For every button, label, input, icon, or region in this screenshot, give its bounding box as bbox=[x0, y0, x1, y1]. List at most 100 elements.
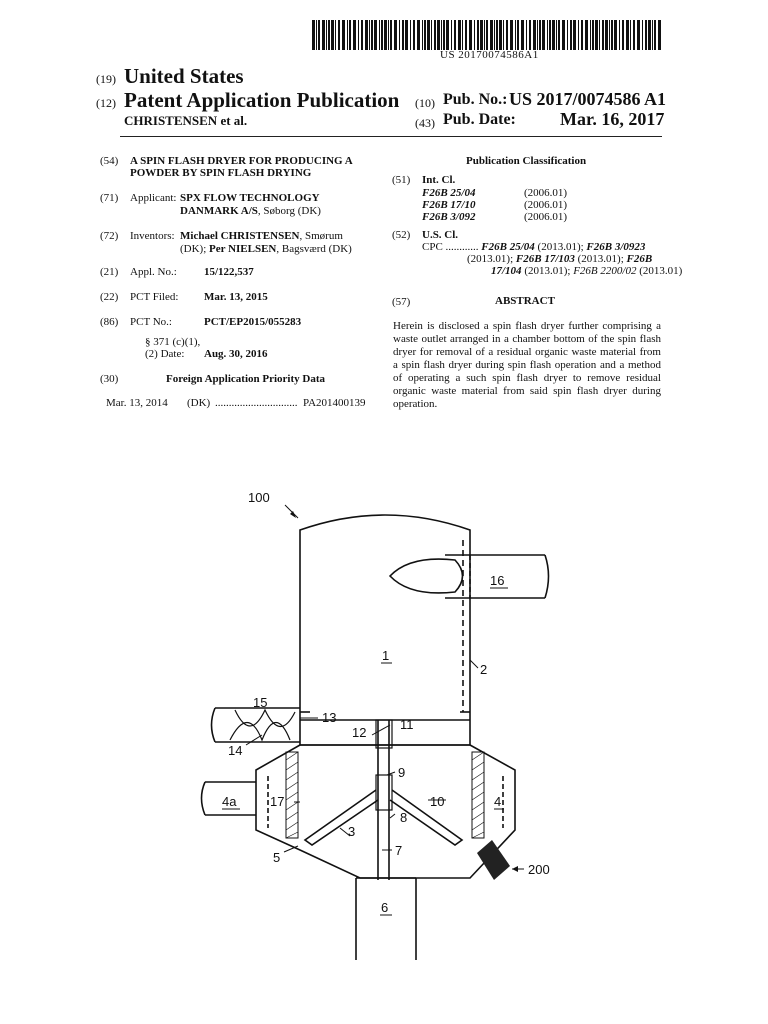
barcode-bar bbox=[515, 20, 516, 50]
barcode-bar bbox=[611, 20, 613, 50]
label-2: 2 bbox=[480, 662, 487, 677]
barcode-bar bbox=[480, 20, 483, 50]
barcode-bar bbox=[599, 20, 600, 50]
cpc-code-4a: F26B bbox=[626, 253, 653, 265]
label-1: 1 bbox=[382, 648, 389, 663]
cpc-year-5: (2013.01) bbox=[636, 265, 683, 277]
barcode bbox=[312, 20, 661, 50]
barcode-bar bbox=[451, 20, 452, 50]
applicant-name: SPX FLOW TECHNOLOGY bbox=[180, 192, 320, 204]
barcode-bar bbox=[353, 20, 356, 50]
abstract-text: Herein is disclosed a spin flash dryer f… bbox=[393, 320, 661, 410]
barcode-bar bbox=[573, 20, 576, 50]
cpc-line-1: CPC ............ F26B 25/04 (2013.01); F… bbox=[422, 241, 645, 253]
label-12: 12 bbox=[352, 725, 366, 740]
barcode-bar bbox=[547, 20, 548, 50]
barcode-bar bbox=[529, 20, 531, 50]
barcode-bar bbox=[605, 20, 608, 50]
int-cl-year: (2006.01) bbox=[524, 211, 568, 223]
barcode-bar bbox=[349, 20, 351, 50]
int-cl-code: F26B 17/10 bbox=[422, 199, 476, 211]
cpc-label: CPC bbox=[422, 241, 443, 253]
barcode-bar bbox=[486, 20, 488, 50]
field-code-52: (52) bbox=[392, 229, 411, 241]
barcode-bar bbox=[549, 20, 551, 50]
priority-number: PA201400139 bbox=[303, 397, 366, 409]
cpc-year-3: (2013.01); bbox=[574, 253, 627, 265]
applicant-name-2: DANMARK A/S bbox=[180, 205, 258, 217]
inventor-line-1: Michael CHRISTENSEN, Smørum bbox=[180, 230, 343, 242]
barcode-bar bbox=[567, 20, 568, 50]
barcode-bar bbox=[652, 20, 653, 50]
barcode-bar bbox=[342, 20, 345, 50]
barcode-bar bbox=[431, 20, 432, 50]
priority-title: Foreign Application Priority Data bbox=[166, 373, 325, 385]
cpc-year-4: (2013.01); bbox=[521, 265, 574, 277]
applicant-location: , Søborg (DK) bbox=[257, 205, 321, 217]
barcode-bar bbox=[365, 20, 368, 50]
barcode-bar bbox=[469, 20, 472, 50]
barcode-bar bbox=[556, 20, 557, 50]
int-cl-code: F26B 3/092 bbox=[422, 211, 476, 223]
barcode-bar bbox=[510, 20, 513, 50]
field-code-22: (22) bbox=[100, 291, 119, 303]
barcode-bar bbox=[437, 20, 440, 50]
cpc-code-1: F26B 25/04 bbox=[481, 241, 535, 253]
barcode-bar bbox=[521, 20, 524, 50]
title-line-2: POWDER BY SPIN FLASH DRYING bbox=[130, 167, 312, 179]
cpc-code-4b: 17/104 bbox=[491, 265, 522, 277]
barcode-bar bbox=[388, 20, 389, 50]
int-cl-label: Int. Cl. bbox=[422, 174, 456, 186]
publication-classification-title: Publication Classification bbox=[466, 155, 587, 167]
barcode-bar bbox=[322, 20, 325, 50]
barcode-bar bbox=[312, 20, 315, 50]
cpc-code-3: F26B 17/103 bbox=[515, 253, 575, 265]
cpc-year-1: (2013.01); bbox=[534, 241, 587, 253]
label-16: 16 bbox=[490, 573, 504, 588]
barcode-bar bbox=[590, 20, 591, 50]
barcode-bar bbox=[390, 20, 392, 50]
pct-filed-date: Mar. 13, 2015 bbox=[204, 291, 268, 303]
abstract-title: ABSTRACT bbox=[495, 295, 555, 307]
inventor-1: Michael CHRISTENSEN bbox=[180, 230, 300, 242]
barcode-bar bbox=[454, 20, 456, 50]
priority-date: Mar. 13, 2014 bbox=[106, 397, 168, 409]
barcode-bar bbox=[484, 20, 485, 50]
label-7: 7 bbox=[395, 843, 402, 858]
applicant-line-2: DANMARK A/S, Søborg (DK) bbox=[180, 205, 321, 217]
barcode-bar bbox=[361, 20, 363, 50]
pub-no: US 2017/0074586 A1 bbox=[509, 89, 667, 109]
barcode-bar bbox=[490, 20, 493, 50]
pub-date: Mar. 16, 2017 bbox=[560, 109, 665, 129]
barcode-bar bbox=[402, 20, 404, 50]
barcode-bar bbox=[562, 20, 565, 50]
barcode-bar bbox=[609, 20, 610, 50]
barcode-bar bbox=[595, 20, 598, 50]
pct-no: PCT/EP2015/055283 bbox=[204, 316, 302, 328]
label-9: 9 bbox=[398, 765, 405, 780]
label-15: 15 bbox=[253, 695, 267, 710]
barcode-bar bbox=[637, 20, 640, 50]
pub-date-label: Pub. Date: bbox=[443, 111, 516, 128]
barcode-bar bbox=[496, 20, 498, 50]
inventors-label: Inventors: bbox=[130, 230, 175, 242]
waste-outlet bbox=[477, 840, 510, 880]
barcode-bar bbox=[381, 20, 383, 50]
barcode-bar bbox=[318, 20, 320, 50]
label-10: 10 bbox=[430, 794, 444, 809]
barcode-bar bbox=[552, 20, 555, 50]
barcode-bar bbox=[570, 20, 572, 50]
us-cl-label: U.S. Cl. bbox=[422, 229, 459, 241]
barcode-bar bbox=[474, 20, 475, 50]
barcode-bar bbox=[328, 20, 330, 50]
barcode-bar bbox=[458, 20, 461, 50]
barcode-bar bbox=[630, 20, 631, 50]
spin-flash-dryer-drawing: 100 16 1 2 15 13 12 11 14 9 4a 17 10 4 8… bbox=[200, 490, 550, 960]
priority-country: (DK) bbox=[187, 397, 211, 409]
inventor-short: CHRISTENSEN et al. bbox=[124, 113, 248, 128]
barcode-bar bbox=[379, 20, 380, 50]
barcode-bar bbox=[648, 20, 651, 50]
barcode-bar bbox=[503, 20, 504, 50]
barcode-bar bbox=[413, 20, 415, 50]
barcode-bar bbox=[434, 20, 436, 50]
